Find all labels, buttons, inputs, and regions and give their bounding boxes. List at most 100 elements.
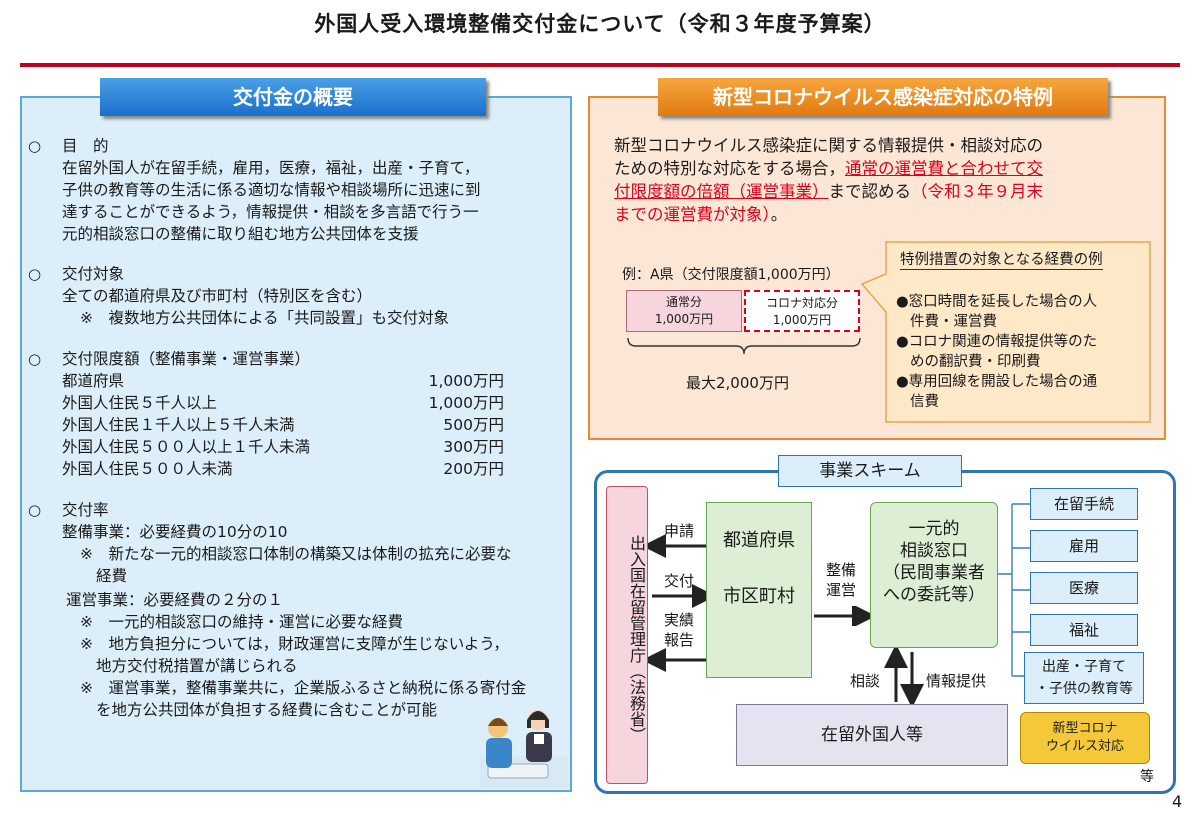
rate-unei-note: を地方公共団体が負担する経費に含むことが可能 bbox=[96, 701, 438, 719]
corona-emphasis: 付限度額の倍額（運営事業） bbox=[614, 182, 829, 201]
rate-heading: 交付率 bbox=[62, 501, 109, 519]
limit-row-amount: 500万円 bbox=[443, 416, 504, 434]
foreign-residents-box: 在留外国人等 bbox=[736, 704, 1008, 766]
setup-arrow bbox=[814, 606, 872, 626]
arrow-label-apply: 申請 bbox=[664, 522, 695, 540]
rate-unei-note: ※ 運営事業，整備事業共に，企業版ふるさと納税に係る寄付金 bbox=[80, 679, 527, 697]
arrow-label-setup: 整備運営 bbox=[826, 561, 857, 599]
corona-emphasis: （令和３年９月末 bbox=[911, 182, 1043, 201]
rate-unei-note: ※ 地方負担分については，財政運営に支障が生じないよう， bbox=[80, 635, 509, 653]
bullet-purpose: ○ bbox=[28, 137, 42, 155]
immigration-agency-label: 出入国在留管理庁 bbox=[627, 535, 646, 663]
prefecture-label: 都道府県 bbox=[723, 530, 795, 551]
limit-row-amount: 200万円 bbox=[443, 460, 504, 478]
limit-row-label: 都道府県 bbox=[62, 372, 125, 390]
normal-portion-amount: 1,000万円 bbox=[654, 312, 714, 326]
service-medical: 医療 bbox=[1030, 572, 1138, 604]
limit-row-label: 外国人住民１千人以上５千人未満 bbox=[62, 416, 295, 434]
center-line: への委託等） bbox=[883, 585, 985, 605]
target-note: ※ 複数地方公共団体による「共同設置」も交付対象 bbox=[80, 309, 450, 327]
limit-row-amount: 1,000万円 bbox=[428, 394, 504, 412]
corona-portion-box: コロナ対応分 1,000万円 bbox=[744, 290, 860, 332]
limit-row-amount: 1,000万円 bbox=[428, 372, 504, 390]
service-childcare-line: ・子供の教育等 bbox=[1035, 681, 1133, 697]
corona-emphasis: 通常の運営費と合わせて交 bbox=[845, 159, 1043, 178]
callout-item-line: ●専用回線を開設した場合の通 bbox=[896, 374, 1098, 390]
limit-row-amount: 300万円 bbox=[443, 438, 504, 456]
max-label: 最大2,000万円 bbox=[686, 374, 789, 392]
service-corona-line: ウイルス対応 bbox=[1045, 739, 1124, 754]
one-stop-center-text: 一元的 相談窓口 （民間事業者 への委託等） bbox=[870, 518, 998, 606]
callout-shape bbox=[860, 241, 1151, 423]
callout-item-line: 信費 bbox=[910, 394, 939, 410]
immigration-agency-box: 出入国在留管理庁（法務省） bbox=[606, 486, 648, 784]
limit-row-label: 外国人住民５千人以上 bbox=[62, 394, 218, 412]
rate-unei: 運営事業：必要経費の２分の１ bbox=[66, 591, 284, 609]
service-childcare-line: 出産・子育て bbox=[1042, 659, 1126, 675]
corona-emphasis: までの運営費が対象） bbox=[614, 205, 771, 224]
corona-portion-label: コロナ対応分 bbox=[765, 296, 838, 310]
agency-arrows bbox=[648, 534, 710, 672]
callout-item: ●窓口時間を延長した場合の人 件費・運営費 ●コロナ関連の情報提供等のた めの翻… bbox=[896, 292, 1097, 412]
limit-heading: 交付限度額（整備事業・運営事業） bbox=[62, 350, 311, 368]
target-line: 全ての都道府県及び市町村（特別区を含む） bbox=[62, 287, 373, 305]
service-connectors bbox=[998, 503, 1030, 677]
corona-text-part: ための特別な対応をする場合， bbox=[614, 159, 845, 178]
target-heading: 交付対象 bbox=[62, 265, 125, 283]
rate-unei-note: ※ 一元的相談窓口の維持・運営に必要な経費 bbox=[80, 613, 403, 631]
municipality-label: 市区町村 bbox=[723, 586, 795, 607]
center-line: 相談窓口 bbox=[900, 541, 968, 561]
service-corona: 新型コロナ ウイルス対応 bbox=[1020, 712, 1150, 764]
scheme-header: 事業スキーム bbox=[778, 455, 962, 487]
callout-item-line: ●コロナ関連の情報提供等のた bbox=[896, 334, 1098, 350]
rate-unei-note: 地方交付税措置が講じられる bbox=[96, 657, 298, 675]
bullet-target: ○ bbox=[28, 265, 42, 283]
service-welfare: 福祉 bbox=[1030, 614, 1138, 646]
corona-text-part: まで認める bbox=[828, 182, 912, 201]
callout-item-line: ●窓口時間を延長した場合の人 bbox=[896, 294, 1098, 310]
purpose-line: 子供の教育等の生活に係る適切な情報や相談場所に迅速に到 bbox=[62, 181, 481, 199]
title-divider bbox=[20, 63, 1180, 67]
service-childcare: 出産・子育て ・子供の教育等 bbox=[1024, 652, 1144, 704]
bullet-rate: ○ bbox=[28, 501, 42, 519]
purpose-line: 達することができるよう，情報提供・相談を多言語で行う一 bbox=[62, 203, 479, 221]
overview-panel bbox=[20, 96, 572, 792]
corona-text: 付限度額の倍額（運営事業）まで認める（令和３年９月末 bbox=[614, 181, 1043, 203]
immigration-agency-sub: （法務省） bbox=[627, 663, 646, 743]
service-employment: 雇用 bbox=[1030, 530, 1138, 562]
purpose-heading: 目 的 bbox=[62, 137, 109, 155]
etc-label: 等 bbox=[1140, 769, 1154, 785]
purpose-line: 元的相談窓口の整備に取り組む地方公共団体を支援 bbox=[62, 225, 419, 243]
service-residency: 在留手続 bbox=[1030, 488, 1138, 520]
callout-title: 特例措置の対象となる経費の例 bbox=[900, 248, 1103, 270]
center-line: （民間事業者 bbox=[883, 563, 985, 583]
callout-item-line: めの翻訳費・印刷費 bbox=[910, 354, 1041, 370]
corona-text: ための特別な対応をする場合，通常の運営費と合わせて交 bbox=[614, 158, 1043, 180]
limit-row-label: 外国人住民５００人未満 bbox=[62, 460, 233, 478]
rate-seibi-note: ※ 新たな一元的相談窓口体制の構築又は体制の拡充に必要な bbox=[80, 545, 512, 563]
limit-row-label: 外国人住民５００人以上１千人未満 bbox=[62, 438, 311, 456]
overview-header: 交付金の概要 bbox=[100, 78, 486, 116]
rate-seibi: 整備事業：必要経費の10分の10 bbox=[62, 523, 288, 541]
arrow-label-report: 実績報告 bbox=[664, 611, 695, 649]
normal-portion-box: 通常分 1,000万円 bbox=[626, 290, 742, 332]
center-line: 一元的 bbox=[908, 519, 960, 539]
corona-portion-amount: 1,000万円 bbox=[772, 313, 832, 327]
rate-seibi-note: 経費 bbox=[96, 567, 128, 585]
page-title: 外国人受入環境整備交付金について（令和３年度予算案） bbox=[314, 12, 886, 36]
bullet-limit: ○ bbox=[28, 350, 42, 368]
corona-text: 新型コロナウイルス感染症に関する情報提供・相談対応の bbox=[614, 136, 1043, 155]
consultation-illustration bbox=[480, 710, 568, 788]
purpose-line: 在留外国人が在留手続，雇用，医療，福祉，出産・子育て， bbox=[62, 159, 480, 177]
arrow-label-info: 情報提供 bbox=[926, 672, 987, 690]
callout-item-line: 件費・運営費 bbox=[910, 314, 997, 330]
arrow-label-grant: 交付 bbox=[664, 572, 695, 590]
service-corona-line: 新型コロナ bbox=[1052, 721, 1118, 736]
one-stop-center-box bbox=[870, 502, 998, 648]
local-government-box bbox=[706, 502, 812, 678]
consult-arrows bbox=[884, 648, 924, 704]
corona-text-part: 。 bbox=[770, 205, 788, 224]
normal-portion-label: 通常分 bbox=[665, 295, 702, 309]
corona-special-header: 新型コロナウイルス感染症対応の特例 bbox=[658, 78, 1108, 116]
example-label: 例：A県（交付限度額1,000万円） bbox=[622, 267, 840, 283]
